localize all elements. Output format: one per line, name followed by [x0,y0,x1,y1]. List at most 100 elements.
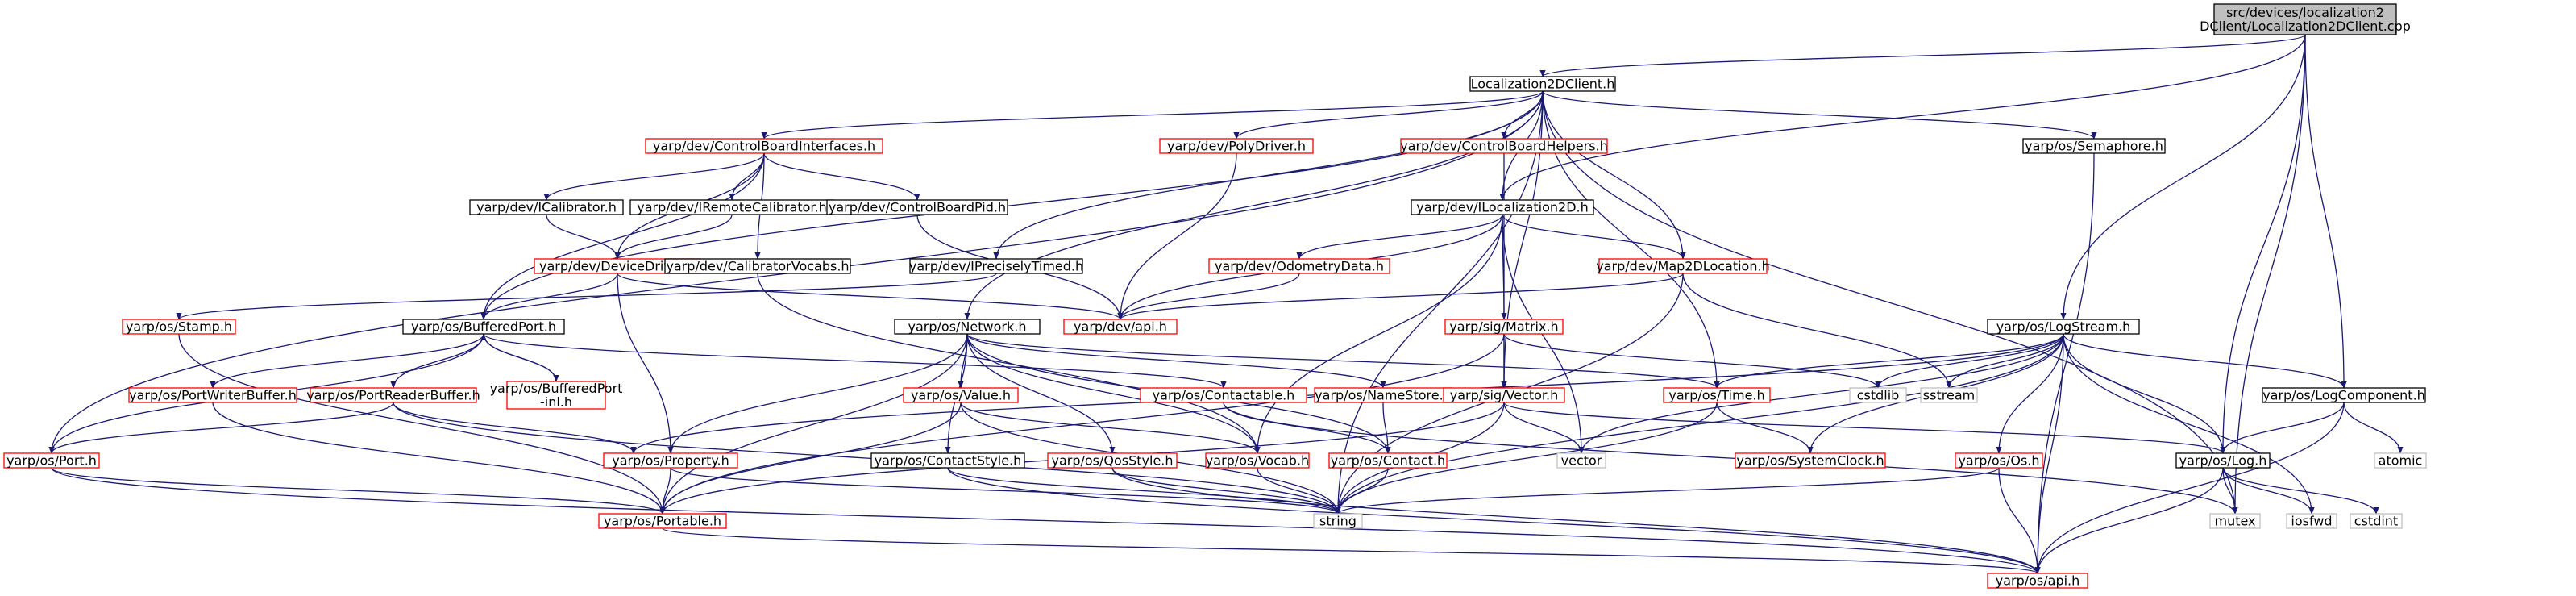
node-label: yarp/os/ContactStyle.h [875,453,1022,469]
node-logstream[interactable]: yarp/os/LogStream.h [1987,319,2140,335]
node-label: yarp/os/api.h [1996,573,2080,589]
node-network[interactable]: yarp/os/Network.h [894,319,1041,335]
edge-namestore-to-contact [1382,402,1391,454]
node-l2dh[interactable]: Localization2DClient.h [1469,76,1616,92]
node-bpinl[interactable]: yarp/os/BufferedPort-inl.h [490,381,623,410]
node-box [2209,513,2261,529]
node-vector[interactable]: yarp/sig/Vector.h [1443,387,1565,403]
edge-logstream-to-vectorstd [1578,333,2064,454]
node-polyd[interactable]: yarp/dev/PolyDriver.h [1159,138,1314,154]
node-map2d[interactable]: yarp/dev/Map2DLocation.h [1596,258,1770,274]
edge-logstream-to-string [1335,333,2064,515]
node-box [903,387,1019,403]
edge-logstream-to-iosfwd [2063,333,2315,515]
node-log[interactable]: yarp/os/Log.h [2175,452,2271,469]
node-box [826,199,1008,215]
node-box [1063,319,1178,335]
node-time[interactable]: yarp/os/Time.h [1663,387,1771,403]
edge-bport-to-pwb [210,333,484,389]
node-contact[interactable]: yarp/os/Contact.h [1328,452,1448,469]
node-value[interactable]: yarp/os/Value.h [903,387,1019,403]
node-namestore[interactable]: yarp/os/NameStore.h [1314,387,1452,403]
node-cvoc[interactable]: yarp/dev/CalibratorVocabs.h [664,258,851,274]
edge-cstyle-to-string [947,467,1341,515]
node-label: yarp/os/LogStream.h [1996,319,2131,335]
node-label: yarp/os/Value.h [911,388,1011,403]
node-osapi[interactable]: yarp/os/api.h [1987,573,2088,589]
node-label: yarp/os/Network.h [908,319,1027,335]
node-devapi[interactable]: yarp/dev/api.h [1063,319,1178,335]
node-box [664,258,851,274]
node-label: yarp/dev/Map2DLocation.h [1596,259,1769,274]
edge-bport-to-prb [390,333,484,389]
edge-root-to-logcomp [2304,34,2347,389]
edge-logstream-to-osapi [2034,333,2064,574]
node-irc[interactable]: yarp/dev/IRemoteCalibrator.h [629,199,834,215]
edge-network-to-qos [966,333,1116,454]
node-port[interactable]: yarp/os/Port.h [3,452,100,469]
node-stamp[interactable]: yarp/os/Stamp.h [122,319,236,335]
node-os[interactable]: yarp/os/Os.h [1955,452,2043,469]
edge-logcomp-to-log [2220,402,2345,454]
node-label: yarp/os/BufferedPort.h [411,319,556,335]
node-cbh[interactable]: yarp/dev/ControlBoardHelpers.h [1400,138,1608,154]
node-cstyle[interactable]: yarp/os/ContactStyle.h [870,452,1025,469]
node-sema[interactable]: yarp/os/Semaphore.h [2022,138,2166,154]
edge-l2dh-to-iprec [993,90,1544,260]
node-contactable[interactable]: yarp/os/Contactable.h [1140,387,1307,403]
node-mutex: mutex [2209,513,2261,529]
edge-logstream-to-logcomp [2063,333,2347,389]
node-label: -inl.h [540,394,572,410]
edge-l2dh-to-mutex [1542,90,2238,515]
node-box [1443,387,1565,403]
node-property[interactable]: yarp/os/Property.h [603,452,738,469]
node-ddrv[interactable]: yarp/dev/DeviceDriver.h [534,258,701,274]
node-bport[interactable]: yarp/os/BufferedPort.h [402,319,565,335]
edge-pwb-to-portable [212,402,666,515]
edge-odom-to-devapi [1117,273,1300,320]
node-pwb[interactable]: yarp/os/PortWriterBuffer.h [128,387,297,403]
edge-network-to-property [667,333,968,454]
node-box [2262,387,2426,403]
edge-contactable-to-contact [1223,402,1391,454]
node-box [1047,452,1178,469]
node-root[interactable]: src/devices/localization2DClient/Localiz… [2200,3,2411,35]
node-label: yarp/dev/IPreciselyTimed.h [909,259,1083,274]
node-iloc[interactable]: yarp/dev/ILocalization2D.h [1411,199,1594,215]
edge-logcomp-to-osapi [2034,402,2345,574]
edge-network-to-portable [659,333,968,515]
node-label: yarp/os/BufferedPort [490,381,623,396]
node-iprec[interactable]: yarp/dev/IPreciselyTimed.h [909,258,1083,274]
node-matrix[interactable]: yarp/sig/Matrix.h [1444,319,1564,335]
node-cstdint: cstdint [2350,513,2403,529]
node-logcomp[interactable]: yarp/os/LogComponent.h [2262,387,2426,403]
node-ical[interactable]: yarp/dev/ICalibrator.h [469,199,624,215]
node-label: sstream [1923,388,1975,403]
node-vocab[interactable]: yarp/os/Vocab.h [1205,452,1310,469]
dependency-nodes: src/devices/localization2DClient/Localiz… [3,3,2427,589]
node-sysclock[interactable]: yarp/os/SystemClock.h [1735,452,1886,469]
node-prb[interactable]: yarp/os/PortReaderBuffer.h [306,387,480,403]
edge-cvoc-to-vocab [757,273,1261,454]
node-label: string [1319,514,1357,529]
edge-root-to-mutex [2232,34,2306,515]
node-portable[interactable]: yarp/os/Portable.h [598,513,727,529]
node-box [2213,3,2397,35]
node-label: yarp/dev/ControlBoardHelpers.h [1400,139,1608,154]
node-cbi[interactable]: yarp/dev/ControlBoardInterfaces.h [645,138,883,154]
node-box [2350,513,2403,529]
node-box [1849,387,1907,403]
node-box [402,319,565,335]
edge-root-to-l2dh [1539,34,2306,77]
node-box [506,381,606,410]
node-cbpid[interactable]: yarp/dev/ControlBoardPid.h [826,199,1008,215]
node-box [2286,513,2337,529]
node-label: yarp/os/LogComponent.h [2262,388,2425,403]
node-qos[interactable]: yarp/os/QosStyle.h [1047,452,1178,469]
edge-l2dh-to-cbi [761,90,1544,140]
node-label: iosfwd [2291,514,2332,529]
node-odom[interactable]: yarp/dev/OdometryData.h [1208,258,1390,274]
edge-map2d-to-devapi [1117,273,1684,320]
node-label: mutex [2214,514,2255,529]
